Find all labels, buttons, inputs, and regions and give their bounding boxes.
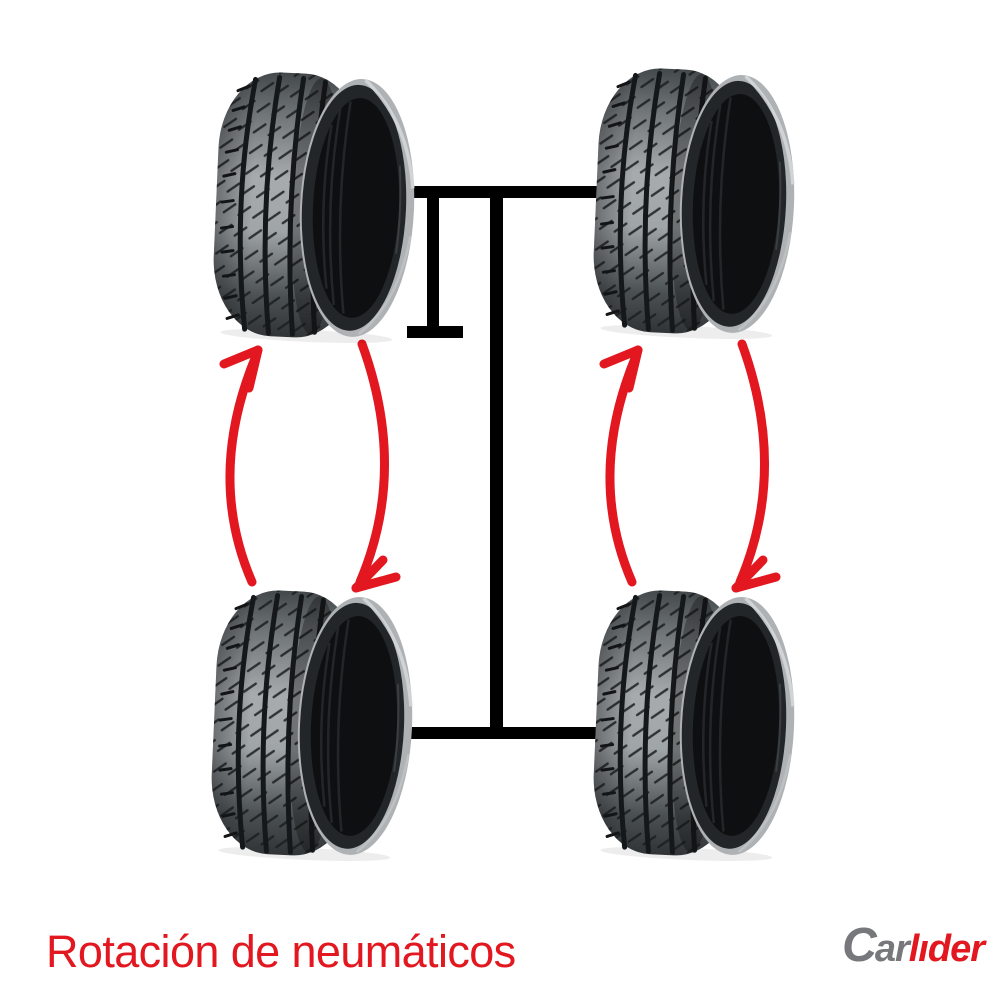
- brand-logo-ar: ar: [874, 928, 910, 970]
- brand-logo-lider: lıder: [908, 928, 985, 970]
- rotation-arrows-right: [604, 344, 776, 588]
- rotation-arrows-left: [224, 344, 396, 588]
- tire-rear-left: [208, 588, 418, 864]
- brand-logo: Carlıder: [842, 918, 985, 985]
- tire-front-left: [210, 70, 420, 346]
- brand-logo-c: C: [842, 919, 877, 972]
- poster-caption: Rotación de neumáticos: [46, 926, 516, 977]
- steering-stub-cap: [407, 326, 463, 338]
- driveshaft-spine-bar: [490, 186, 503, 739]
- steering-stub-bar: [427, 186, 439, 334]
- tire-rear-right: [590, 588, 800, 864]
- tire-front-right: [590, 66, 800, 342]
